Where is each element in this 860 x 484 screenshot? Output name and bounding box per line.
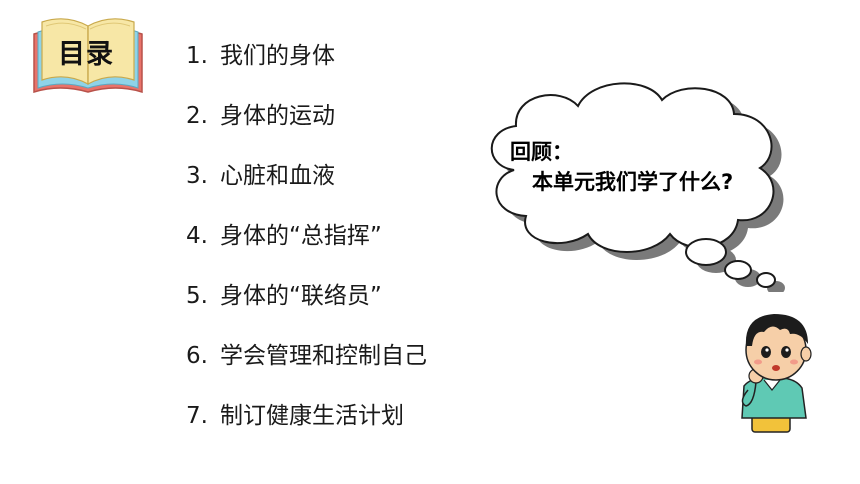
toc-item-label: 身体的运动 bbox=[220, 103, 335, 129]
toc-item-5[interactable]: 5. 身体的“联络员” bbox=[186, 280, 427, 340]
bubble-heading: 回顾： bbox=[510, 140, 573, 164]
toc-item-number: 2. bbox=[186, 103, 208, 129]
bubble-question: 本单元我们学了什么? bbox=[532, 170, 734, 194]
open-book-icon bbox=[33, 18, 143, 94]
toc-item-2[interactable]: 2. 身体的运动 bbox=[186, 100, 427, 160]
thinking-boy-illustration bbox=[728, 306, 826, 434]
toc-item-number: 5. bbox=[186, 283, 208, 309]
toc-item-number: 7. bbox=[186, 403, 208, 429]
table-of-contents: 1. 我们的身体 2. 身体的运动 3. 心脏和血液 4. 身体的“总指挥” 5. 身体的… bbox=[186, 40, 427, 460]
toc-item-1[interactable]: 1. 我们的身体 bbox=[186, 40, 427, 100]
toc-item-label: 制订健康生活计划 bbox=[220, 403, 404, 429]
thought-bubble: 回顾： 本单元我们学了什么? bbox=[480, 74, 810, 295]
toc-item-6[interactable]: 6. 学会管理和控制自己 bbox=[186, 340, 427, 400]
toc-item-number: 3. bbox=[186, 163, 208, 189]
book-icon-container bbox=[30, 12, 146, 100]
toc-item-4[interactable]: 4. 身体的“总指挥” bbox=[186, 220, 427, 280]
toc-item-label: 身体的“总指挥” bbox=[220, 223, 382, 249]
page-title: 目录 bbox=[58, 39, 114, 70]
toc-item-label: 学会管理和控制自己 bbox=[220, 343, 427, 369]
toc-item-number: 6. bbox=[186, 343, 208, 369]
toc-item-number: 4. bbox=[186, 223, 208, 249]
toc-item-3[interactable]: 3. 心脏和血液 bbox=[186, 160, 427, 220]
thought-cloud-icon bbox=[490, 82, 785, 295]
toc-item-number: 1. bbox=[186, 43, 208, 69]
toc-item-label: 我们的身体 bbox=[220, 43, 335, 69]
toc-item-label: 身体的“联络员” bbox=[220, 283, 382, 309]
toc-item-label: 心脏和血液 bbox=[220, 163, 335, 189]
thinking-boy-icon bbox=[741, 314, 812, 433]
toc-item-7[interactable]: 7. 制订健康生活计划 bbox=[186, 400, 427, 460]
